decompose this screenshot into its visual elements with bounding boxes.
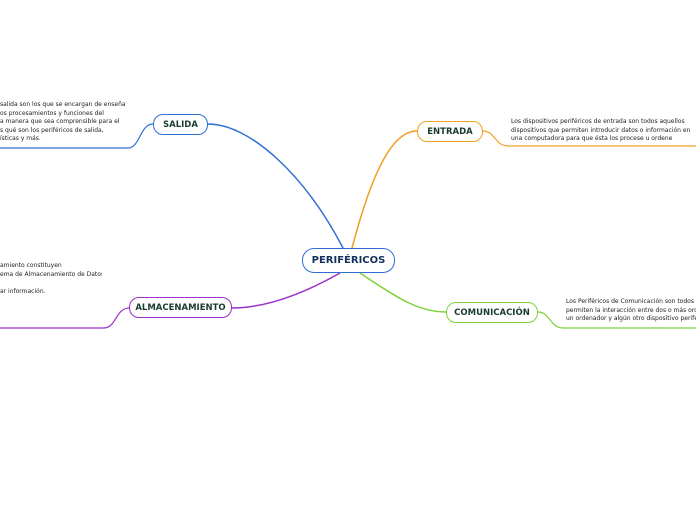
connector-comunicacion (359, 272, 447, 313)
node-almacenamiento-label: ALMACENAMIENTO (135, 302, 226, 313)
node-entrada-label: ENTRADA (427, 126, 473, 137)
connector-entrada (351, 130, 418, 249)
node-salida-label: SALIDA (163, 119, 198, 130)
note-entrada: Los dispositivos periféricos de entrada … (511, 118, 691, 142)
node-entrada[interactable]: ENTRADA (417, 121, 483, 142)
central-node-label: PERIFÉRICOS (311, 255, 386, 266)
note-underline-comunicacion (537, 311, 696, 329)
connector-almacenamiento (231, 272, 341, 309)
note-underline-almacenamiento (0, 307, 130, 329)
note-salida: salida son los que se encargan de enseña… (0, 101, 125, 142)
node-comunicacion-label: COMUNICACIÓN (454, 307, 530, 318)
node-almacenamiento[interactable]: ALMACENAMIENTO (129, 297, 232, 318)
node-comunicacion[interactable]: COMUNICACIÓN (446, 302, 538, 323)
note-comunicacion: Los Periféricos de Comunicación son todo… (566, 298, 696, 322)
note-almacenamiento: amiento constituyen ema de Almacenamient… (0, 262, 102, 295)
node-salida[interactable]: SALIDA (153, 114, 208, 135)
note-underline-salida (0, 123, 154, 149)
connector-salida (207, 123, 344, 249)
note-underline-entrada (482, 130, 696, 147)
central-node[interactable]: PERIFÉRICOS (302, 248, 395, 273)
